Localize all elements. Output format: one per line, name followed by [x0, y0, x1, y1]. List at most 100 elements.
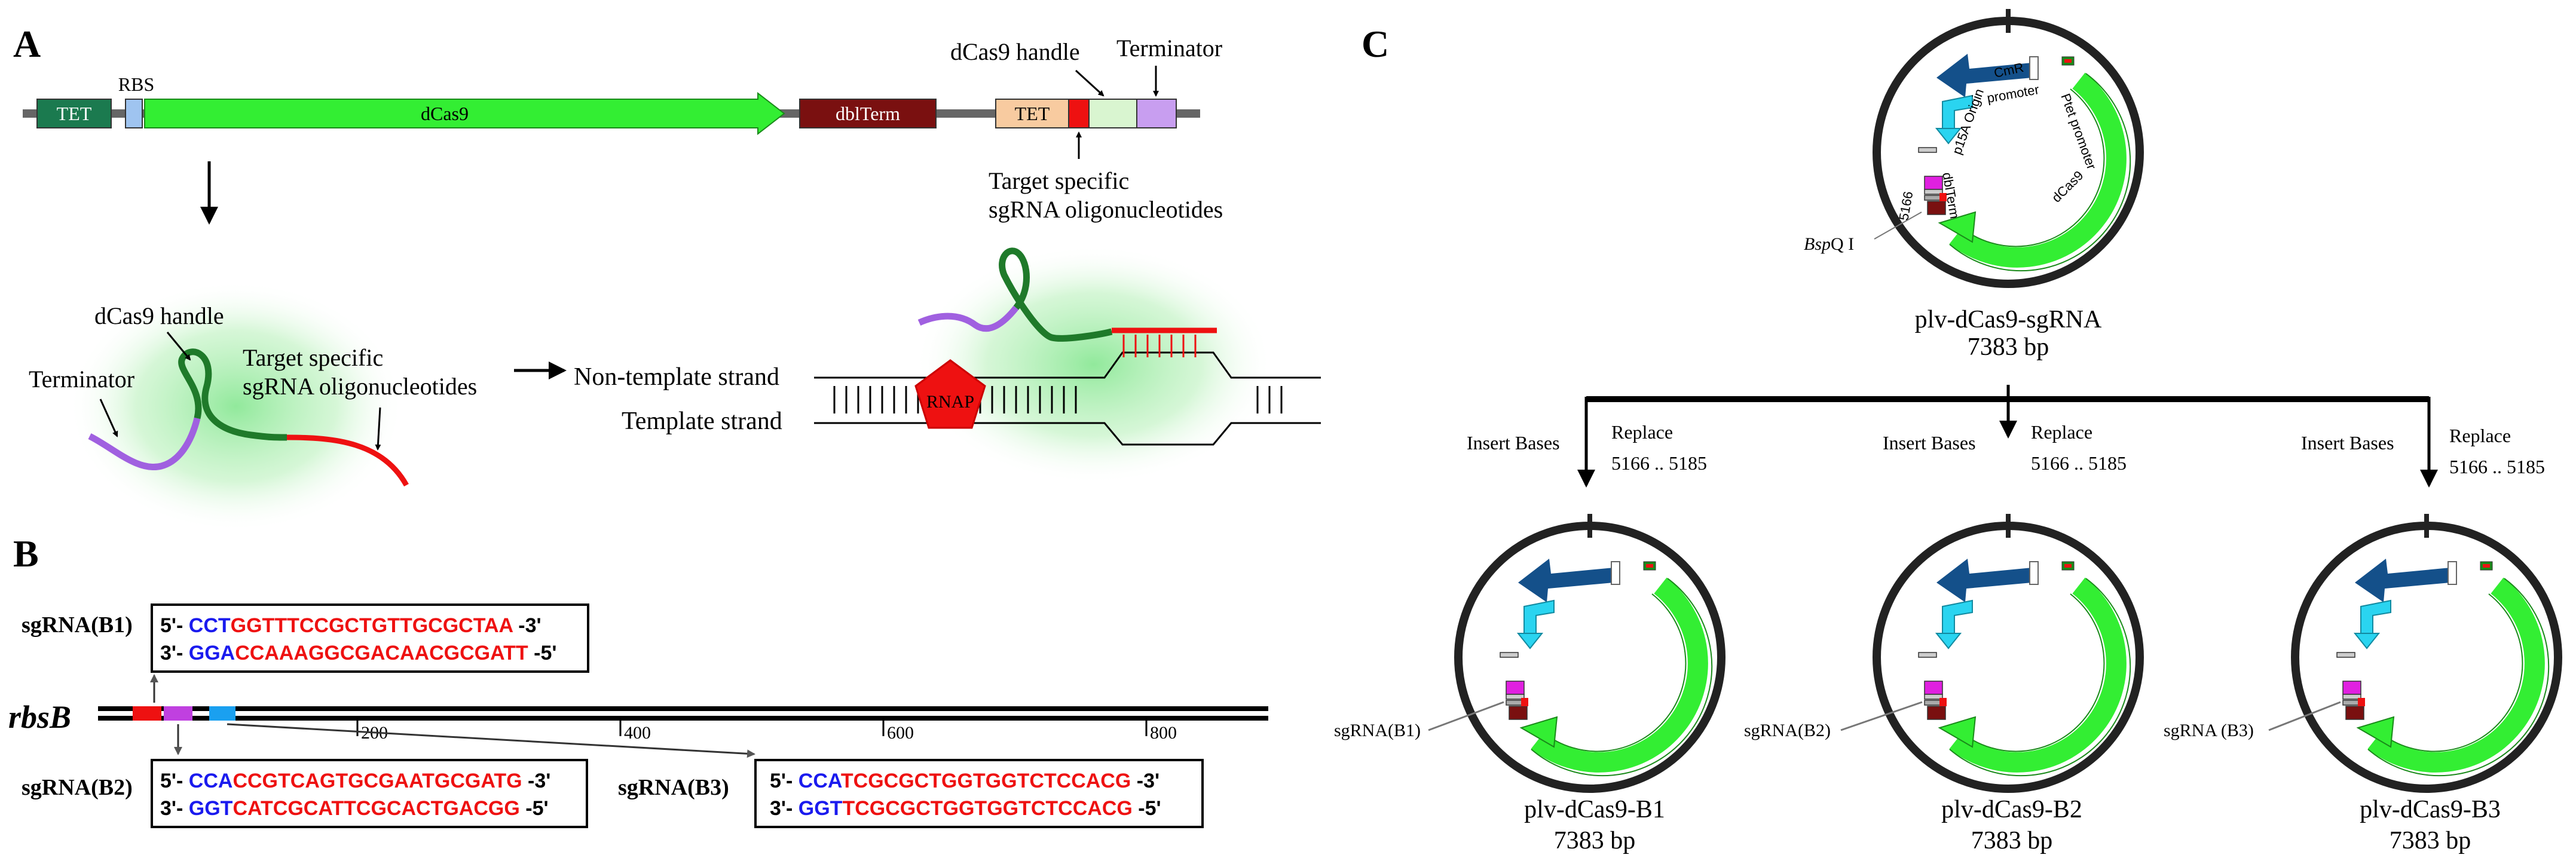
panel-a-label: A — [13, 23, 41, 65]
parent-name: plv-dCas9-sgRNA — [1915, 306, 2102, 333]
b3-bot-pam: GGT — [799, 797, 843, 820]
b1-top-pam: CCT — [189, 614, 231, 637]
sgrna-handle-arrow — [166, 332, 191, 361]
handle-block — [1088, 99, 1137, 128]
range-label-2: 5166 .. 5185 — [2031, 452, 2127, 474]
range-label-1: 5166 .. 5185 — [1611, 452, 1707, 474]
b3-pointer — [227, 723, 755, 758]
panel-c-label: C — [1362, 23, 1389, 65]
construct-handle-arrow — [1075, 69, 1105, 97]
construct-target-label-1: Target specific — [989, 167, 1129, 194]
b1-top-target: GGTTTCCGCTGTTGCGCTAA — [231, 614, 513, 637]
branching-lines — [1577, 385, 2438, 488]
parent-promoter-label: promoter — [1986, 82, 2040, 106]
template-strand — [814, 422, 1267, 446]
sgrna-terminator-label: Terminator — [29, 366, 134, 393]
parent-size: 7383 bp — [1968, 333, 2049, 361]
child-b2-name: plv-dCas9-B2 — [1941, 796, 2082, 823]
child-b2-map — [1877, 514, 2140, 789]
dna-binding-diagram: Non-template strand Template strand RNAP — [574, 245, 1321, 484]
child-b2-size: 7383 bp — [1971, 827, 2053, 854]
b1-name: sgRNA(B1) — [22, 612, 133, 638]
insert-label-2: Insert Bases — [1883, 432, 1976, 454]
parent-plasmid: CmR promoter Ptet promoter p15A Origin d… — [1804, 9, 2140, 361]
sgrna-bound-handle — [999, 247, 1113, 342]
rbs-label: RBS — [118, 73, 154, 95]
parent-plasmid-map — [1877, 9, 2140, 284]
child-b2-pointer — [1840, 701, 1923, 731]
b2-top-target: CCGTCAGTGCGAATGCGATG — [232, 770, 522, 792]
b2-top-suffix: -3' — [522, 770, 551, 792]
replace-label-1: Replace — [1611, 421, 1673, 443]
child-b1-pointer — [1428, 701, 1504, 731]
rbsb-line-bottom — [98, 716, 1268, 721]
b3-box — [754, 759, 1204, 828]
b3-top-pam: CCA — [799, 770, 842, 792]
b1-top-suffix: -3' — [513, 614, 541, 637]
rna-dna-pairs — [1122, 335, 1197, 357]
tet-block-1-label: TET — [57, 103, 92, 124]
sgrna-b2: sgRNA(B2) 5'- CCACCGTCAGTGCGAATGCGATG -3… — [22, 759, 588, 828]
child-b3-map — [2295, 514, 2558, 789]
rbsb-line-top — [98, 706, 1268, 711]
terminator-block — [1136, 99, 1177, 128]
tick-800-label: 800 — [1150, 723, 1177, 743]
b1-box — [151, 603, 589, 673]
site-b1-mark — [133, 706, 161, 721]
child-b1-map — [1458, 514, 1721, 789]
terminator-strand — [88, 417, 201, 470]
insert-label-3: Insert Bases — [2301, 432, 2394, 454]
b3-bottom-line: 3'- GGTTCGCGCTGGTGGTCTCCACG -5' — [770, 797, 1161, 820]
child-b3-name: plv-dCas9-B3 — [2360, 796, 2501, 823]
b3-top-suffix: -3' — [1131, 770, 1159, 792]
child-b2-sgrna: sgRNA(B2) — [1744, 721, 1831, 740]
child-plasmid-b3: sgRNA (B3) plv-dCas9-B3 7383 bp — [2164, 514, 2558, 854]
b3-bot-suffix: -5' — [1133, 797, 1161, 820]
b2-bot-pam: GGT — [189, 797, 233, 820]
sgrna-target-arrow — [375, 407, 381, 451]
tet-block-1 — [36, 99, 112, 128]
rnap-label: RNAP — [926, 392, 974, 412]
construct-target-label-2: sgRNA oligonucleotides — [989, 196, 1223, 223]
rbsb-gene-map: rbsB 200 400 600 800 — [8, 674, 1268, 758]
b2-bot-prefix: 3'- — [160, 797, 189, 820]
b3-top-prefix: 5'- — [770, 770, 799, 792]
b2-box — [151, 759, 588, 828]
panel-b-label: B — [13, 532, 39, 575]
rbsb-label: rbsB — [8, 699, 71, 735]
b2-top-pam: CCA — [189, 770, 233, 792]
insert-label-1: Insert Bases — [1467, 432, 1560, 454]
edit-labels: Insert Bases Replace 5166 .. 5185 Insert… — [1467, 421, 2545, 477]
dcas9-gene-arrow — [144, 91, 785, 136]
child-b3-sgrna: sgRNA (B3) — [2164, 721, 2254, 740]
b2-bot-suffix: -5' — [520, 797, 549, 820]
parent-dcas9-label: dCas9 — [2049, 168, 2087, 206]
child-plasmid-b2: sgRNA(B2) plv-dCas9-B2 7383 bp — [1744, 514, 2140, 854]
construct-terminator-label: Terminator — [1116, 35, 1222, 62]
b1-bot-suffix: -5' — [528, 642, 557, 664]
nontemplate-label: Non-template strand — [574, 363, 779, 391]
bspq1-label: BspQ I — [1804, 234, 1854, 254]
b3-top-line: 5'- CCATCGCGCTGGTGGTCTCCACG -3' — [770, 770, 1159, 792]
target-strand — [286, 434, 409, 487]
b3-bot-prefix: 3'- — [770, 797, 799, 820]
child-b3-size: 7383 bp — [2390, 827, 2471, 854]
sgrna-structure: dCas9 handle Terminator Target specific … — [29, 281, 477, 532]
rbs-block — [125, 99, 143, 128]
genetic-construct: TET RBS dCas9 dblTerm TET dCas9 handle T… — [23, 35, 1223, 223]
b1-top-prefix: 5'- — [160, 614, 189, 637]
child-b3-pointer — [2268, 701, 2341, 731]
b1-bottom-line: 3'- GGACCAAAGGCGACAACGCGATT -5' — [160, 642, 556, 664]
b3-bot-target: TCGCGCTGGTGGTCTCCACG — [842, 797, 1132, 820]
sgrna-terminator-arrow — [99, 399, 118, 437]
sgrna-b3: sgRNA(B3) 5'- CCATCGCGCTGGTGGTCTCCACG -3… — [618, 759, 1204, 828]
b2-bot-target: CATCGCATTCGCACTGACGG — [232, 797, 519, 820]
bspq1-pointer — [1874, 212, 1922, 240]
sgrna-handle-label: dCas9 handle — [94, 302, 224, 329]
child-b1-sgrna: sgRNA(B1) — [1334, 721, 1421, 740]
b1-bot-target: CCAAAGGCGACAACGCGATT — [235, 642, 528, 664]
b1-bot-pam: GGA — [189, 642, 235, 664]
b2-bottom-line: 3'- GGTCATCGCATTCGCACTGACGG -5' — [160, 797, 549, 820]
tet-block-2-label: TET — [1015, 103, 1050, 124]
